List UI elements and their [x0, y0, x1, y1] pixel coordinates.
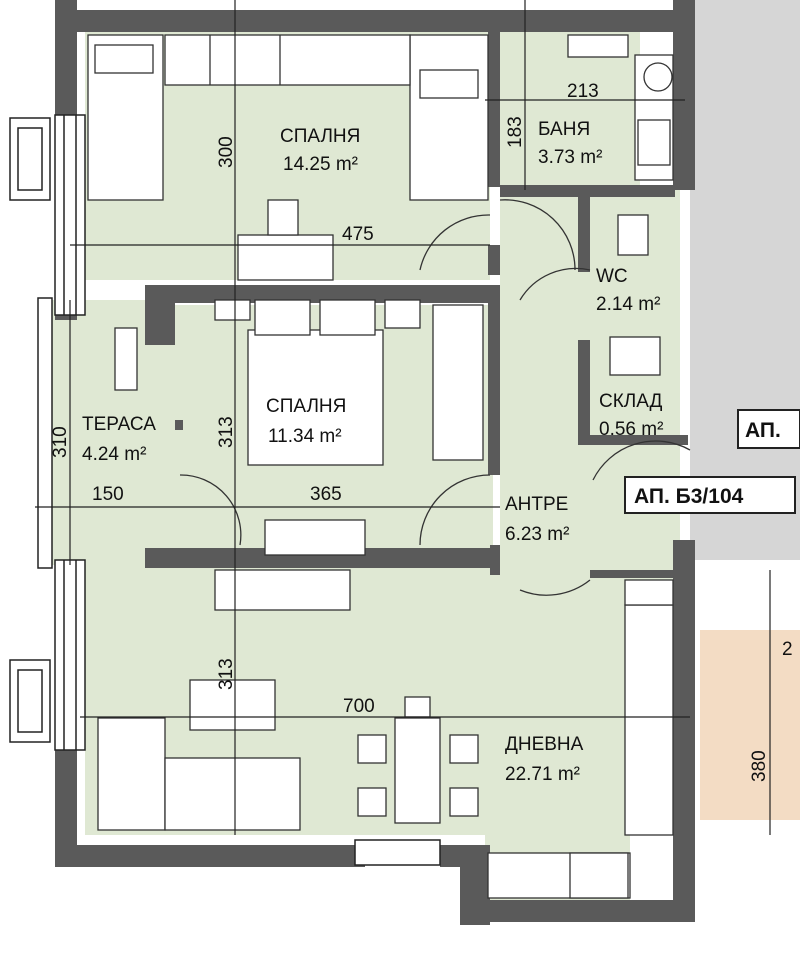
sofa	[97, 717, 166, 831]
bedroom2-name: СПАЛНЯ	[266, 396, 346, 417]
dim-terrace-height: 310	[50, 426, 71, 458]
neighbor-apartment-label: АП.	[745, 419, 781, 442]
dining-table	[394, 717, 441, 824]
dimension-lines	[35, 0, 771, 835]
hallway-name: АНТРЕ	[505, 494, 568, 515]
bed-right	[409, 34, 489, 201]
bathroom-area: 3.73 m²	[538, 147, 602, 168]
wc-area: 2.14 m²	[596, 294, 660, 315]
desk-1	[237, 234, 334, 281]
wc-name: WC	[596, 266, 628, 287]
dim-bath-width: 213	[567, 81, 599, 102]
wardrobe-top	[164, 34, 411, 86]
bedroom2-area: 11.34 m²	[268, 426, 342, 447]
coffee-table	[189, 679, 276, 731]
dim-neighbor-partial: 2	[782, 639, 793, 660]
kitchen-counter	[624, 604, 674, 836]
dim-living-height: 313	[216, 658, 237, 690]
desk-2	[264, 519, 366, 556]
exterior-area	[690, 0, 800, 560]
neighbor-apartment-area	[700, 630, 800, 820]
neighbor-label-box	[737, 409, 800, 449]
living-name: ДНЕВНА	[505, 734, 584, 755]
furniture	[87, 34, 674, 899]
walls	[55, 0, 695, 925]
double-bed	[247, 329, 384, 466]
wardrobe-2	[432, 304, 484, 461]
door-swings	[179, 199, 691, 596]
storage-area: 0.56 m²	[599, 419, 663, 440]
apartment-label-box	[624, 476, 796, 514]
dim-bed2-height: 313	[216, 416, 237, 448]
terrace-name: ТЕРАСА	[82, 414, 156, 435]
bathroom-name: БАНЯ	[538, 119, 590, 140]
storage-name: СКЛАД	[599, 391, 663, 412]
dim-terrace-width: 150	[92, 484, 124, 505]
dim-living-width: 700	[343, 696, 375, 717]
bedroom1-area: 14.25 m²	[283, 154, 358, 175]
apartment-label: АП. Б3/104	[634, 485, 744, 508]
terrace-area: 4.24 m²	[82, 444, 146, 465]
living-area: 22.71 m²	[505, 764, 580, 785]
dim-bath-height: 183	[505, 116, 526, 148]
dim-bed1-width: 475	[342, 224, 374, 245]
dim-neighbor-height: 380	[749, 750, 770, 782]
toilet	[617, 214, 649, 256]
hallway-area: 6.23 m²	[505, 524, 569, 545]
bedroom1-name: СПАЛНЯ	[280, 126, 360, 147]
dim-bed2-width: 365	[310, 484, 342, 505]
left-windows	[9, 114, 441, 866]
dim-bed1-height: 300	[216, 136, 237, 168]
